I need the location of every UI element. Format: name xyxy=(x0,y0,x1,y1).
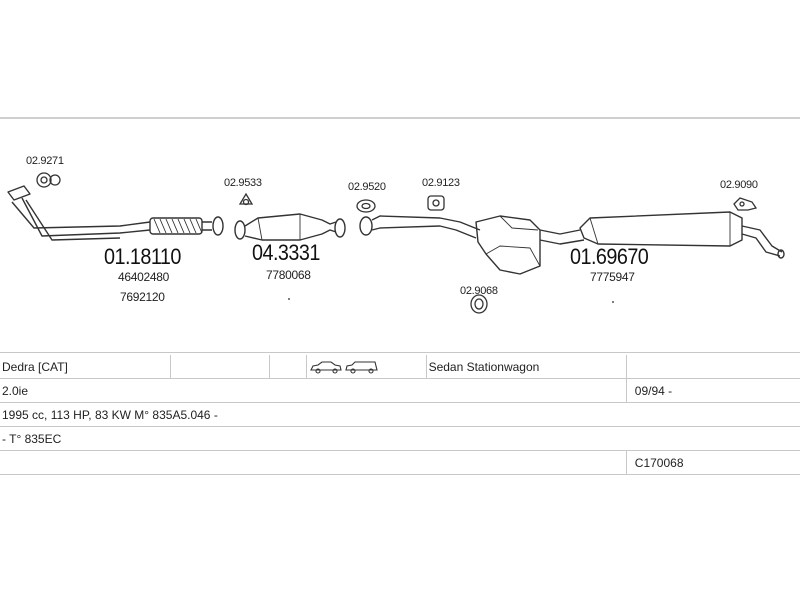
exhaust-diagram: 02.9271 02.9533 02.9520 02.9123 02.9090 … xyxy=(0,118,800,353)
part-code-01-18110[interactable]: 01.18110 xyxy=(104,244,181,269)
ref-7780068: 7780068 xyxy=(266,268,311,282)
specs-cell: 1995 cc, 113 HP, 83 KW M° 835A5.046 - xyxy=(0,402,800,427)
table-row: C170068 xyxy=(0,450,800,475)
date-cell: 09/94 - xyxy=(625,378,800,403)
table-row: 1995 cc, 113 HP, 83 KW M° 835A5.046 - xyxy=(0,402,800,427)
vehicle-info-table: Dedra [CAT] Sedan Stationwagon xyxy=(0,355,800,475)
empty-cell xyxy=(625,355,800,379)
catalytic-converter-part[interactable] xyxy=(234,213,346,241)
part-code-02-9068[interactable]: 02.9068 xyxy=(460,285,498,297)
empty-cell xyxy=(268,355,307,379)
body-icons-cell xyxy=(306,355,427,379)
hanger-02-9068-icon[interactable] xyxy=(470,294,488,314)
part-code-02-9520[interactable]: 02.9520 xyxy=(348,181,386,193)
rear-silencer-part[interactable] xyxy=(579,211,785,259)
engine-cell: 2.0ie xyxy=(0,378,627,403)
ref-46402480: 46402480 xyxy=(118,270,169,284)
clamp-02-9533-icon[interactable] xyxy=(238,192,254,206)
table-row: Dedra [CAT] Sedan Stationwagon xyxy=(0,355,800,379)
table-row: - T° 835EC xyxy=(0,426,800,451)
model-cell: Dedra [CAT] xyxy=(0,355,171,379)
table-row: 2.0ie 09/94 - xyxy=(0,378,800,403)
empty-cell xyxy=(170,355,270,379)
middle-silencer-part[interactable] xyxy=(475,215,585,275)
top-divider xyxy=(0,117,800,119)
part-code-02-9123[interactable]: 02.9123 xyxy=(422,177,460,189)
part-code-04-3331[interactable]: 04.3331 xyxy=(252,240,320,265)
exhaust-drawing xyxy=(7,172,785,314)
sedan-car-icon xyxy=(310,360,342,374)
part-code-02-9533[interactable]: 02.9533 xyxy=(224,177,262,189)
table-top-divider xyxy=(0,352,800,353)
hanger-02-9090-icon[interactable] xyxy=(733,197,758,211)
gasket-02-9271-icon[interactable] xyxy=(36,172,61,188)
hanger-02-9123-icon[interactable] xyxy=(427,195,445,211)
ref-7692120: 7692120 xyxy=(120,290,165,304)
ref-7775947: 7775947 xyxy=(590,270,635,284)
marker-dot xyxy=(288,298,290,300)
gasket-02-9520-icon[interactable] xyxy=(356,199,376,213)
catalog-code-cell: C170068 xyxy=(625,450,800,475)
type-cell: - T° 835EC xyxy=(0,426,800,451)
empty-cell xyxy=(0,450,627,475)
marker-dot xyxy=(612,301,614,303)
stationwagon-car-icon xyxy=(345,360,378,374)
part-code-02-9271[interactable]: 02.9271 xyxy=(26,155,64,167)
front-pipe-part[interactable] xyxy=(7,185,224,241)
part-code-01-69670[interactable]: 01.69670 xyxy=(570,244,649,269)
part-code-02-9090[interactable]: 02.9090 xyxy=(720,179,758,191)
middle-pipe-part[interactable] xyxy=(359,215,481,239)
body-types-cell: Sedan Stationwagon xyxy=(425,355,627,379)
